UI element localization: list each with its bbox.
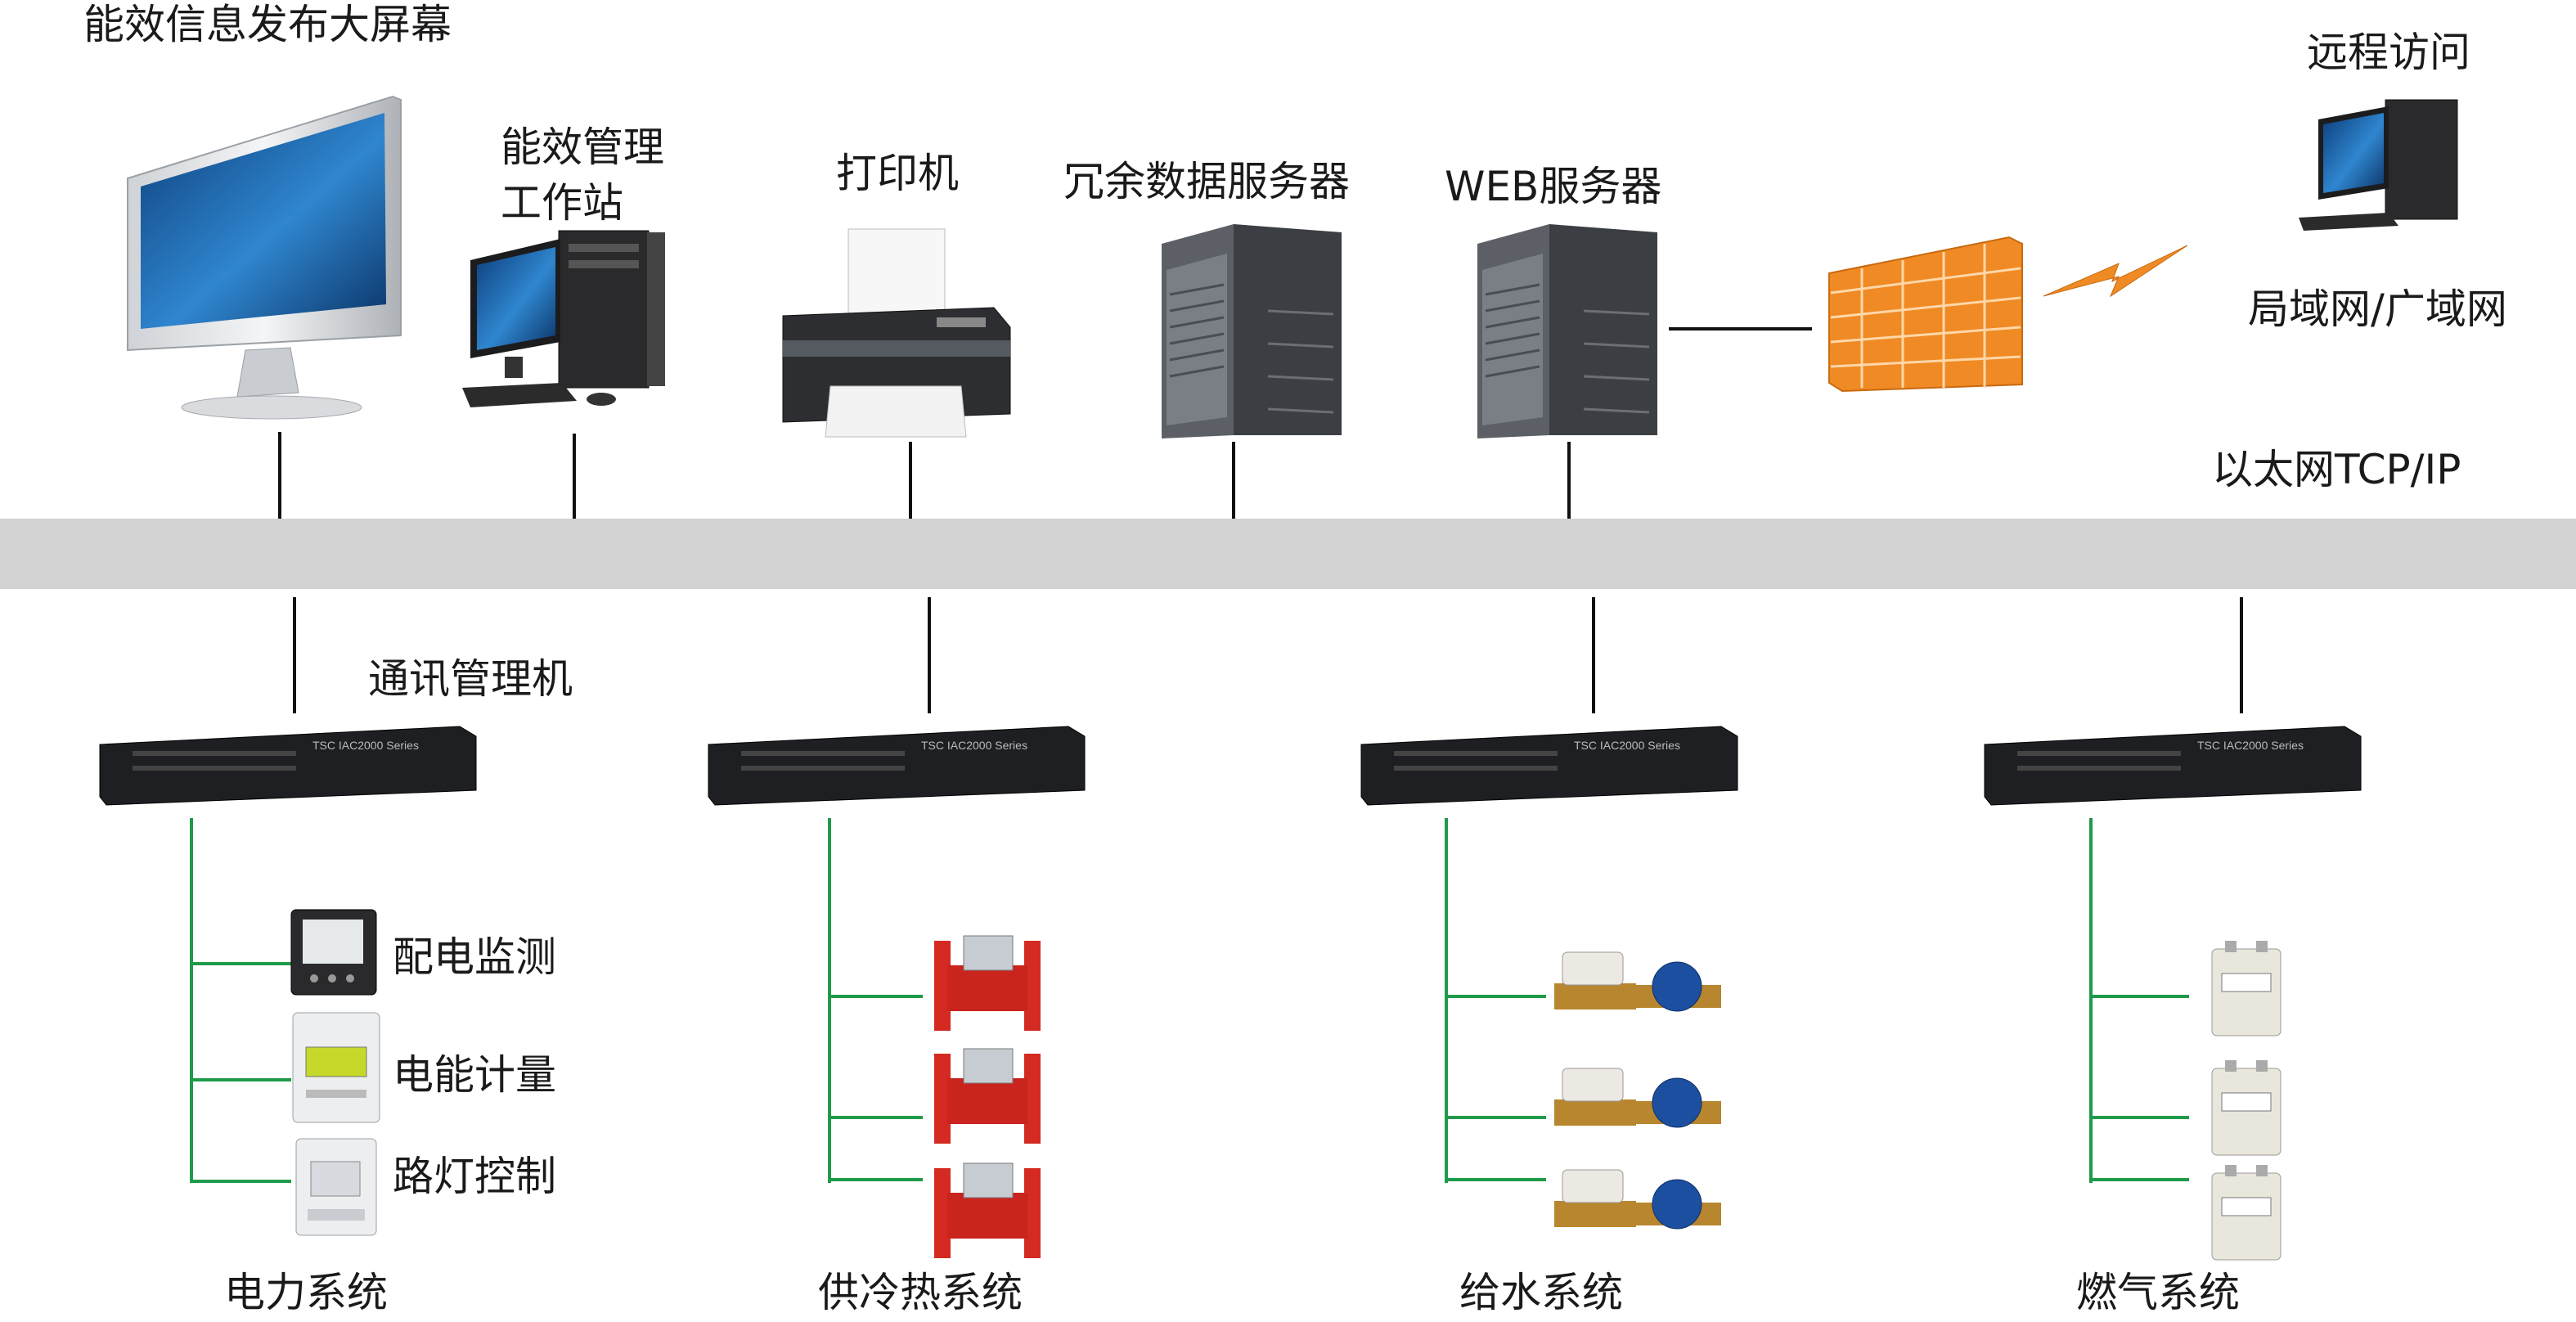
comm-manager-label: 通讯管理机 xyxy=(368,655,573,703)
water-branch-1 xyxy=(1445,995,1546,998)
svg-text:TSC IAC2000 Series: TSC IAC2000 Series xyxy=(921,739,1027,752)
workstation-label-line2: 工作站 xyxy=(501,179,623,227)
comm-manager-4: TSC IAC2000 Series xyxy=(1984,726,2362,806)
gas-branch-2 xyxy=(2089,1116,2189,1119)
printer-label: 打印机 xyxy=(836,150,959,197)
remote-access-label: 远程访问 xyxy=(2307,29,2470,76)
workstation-pc xyxy=(462,230,665,407)
printer xyxy=(782,228,1011,438)
water-meter-1 xyxy=(1554,951,1721,1012)
comm-manager-1: TSC IAC2000 Series xyxy=(99,726,477,806)
heat-meter-1 xyxy=(934,935,1041,1031)
heat-branch-3 xyxy=(828,1178,923,1181)
ethernet-label: 以太网TCP/IP xyxy=(2212,446,2461,493)
water-branch-trunk xyxy=(1445,818,1448,1183)
svg-text:TSC IAC2000 Series: TSC IAC2000 Series xyxy=(1574,739,1680,752)
web-server xyxy=(1477,224,1657,438)
water-branch-2 xyxy=(1445,1116,1546,1119)
power-system-title: 电力系统 xyxy=(224,1269,388,1316)
street-light-controller xyxy=(295,1138,377,1236)
ethernet-bus xyxy=(0,519,2576,589)
heat-system-title: 供冷热系统 xyxy=(818,1269,1023,1316)
heat-branch-1 xyxy=(828,995,923,998)
comm-manager-2: TSC IAC2000 Series xyxy=(708,726,1086,806)
gas-meter-3 xyxy=(2211,1165,2282,1261)
gas-branch-3 xyxy=(2089,1178,2189,1181)
gas-meter-1 xyxy=(2211,941,2282,1036)
comm-manager-3: TSC IAC2000 Series xyxy=(1360,726,1738,806)
lan-wan-label: 局域网/广域网 xyxy=(2248,286,2507,333)
svg-text:TSC IAC2000 Series: TSC IAC2000 Series xyxy=(312,739,419,752)
heat-meter-3 xyxy=(934,1162,1041,1258)
firewall-icon xyxy=(1828,236,2023,393)
energy-meter xyxy=(292,1012,380,1123)
big-screen-monitor xyxy=(127,95,402,420)
power-branch-1 xyxy=(190,962,291,965)
water-system-title: 给水系统 xyxy=(1459,1269,1623,1316)
wireless-link-icon xyxy=(2043,245,2188,298)
comm3-drop xyxy=(1592,597,1595,713)
workstation-label-line1: 能效管理 xyxy=(501,124,664,171)
web-to-firewall-line xyxy=(1669,327,1812,330)
water-meter-3 xyxy=(1554,1169,1721,1230)
bigscreen-drop xyxy=(278,432,281,519)
web-server-drop xyxy=(1567,442,1571,519)
power-branch-3 xyxy=(190,1180,291,1183)
workstation-drop xyxy=(573,434,576,519)
redundant-data-server xyxy=(1162,224,1342,438)
gas-branch-trunk xyxy=(2089,818,2093,1183)
gas-meter-2 xyxy=(2211,1060,2282,1156)
redundant-server-drop xyxy=(1232,442,1235,519)
web-server-label: WEB服务器 xyxy=(1445,163,1662,210)
comm1-drop xyxy=(293,597,296,713)
comm2-drop xyxy=(928,597,931,713)
power-branch-2 xyxy=(190,1078,291,1081)
comm4-drop xyxy=(2240,597,2243,713)
big-screen-label: 能效信息发布大屏幕 xyxy=(83,1,452,48)
heat-branch-2 xyxy=(828,1116,923,1119)
gas-branch-1 xyxy=(2089,995,2189,998)
power-item-distribution: 配电监测 xyxy=(393,933,556,981)
heat-branch-trunk xyxy=(828,818,831,1183)
heat-meter-2 xyxy=(934,1048,1041,1144)
redundant-server-label: 冗余数据服务器 xyxy=(1063,158,1350,205)
water-meter-2 xyxy=(1554,1068,1721,1128)
gas-system-title: 燃气系统 xyxy=(2076,1269,2240,1316)
power-item-streetlight: 路灯控制 xyxy=(393,1153,556,1200)
water-branch-3 xyxy=(1445,1178,1546,1181)
power-branch-trunk xyxy=(190,818,193,1183)
distribution-monitor-meter xyxy=(290,909,377,996)
printer-drop xyxy=(909,442,912,519)
svg-text:TSC IAC2000 Series: TSC IAC2000 Series xyxy=(2197,739,2304,752)
power-item-energy: 电能计量 xyxy=(393,1051,556,1099)
remote-access-pc xyxy=(2299,99,2458,231)
